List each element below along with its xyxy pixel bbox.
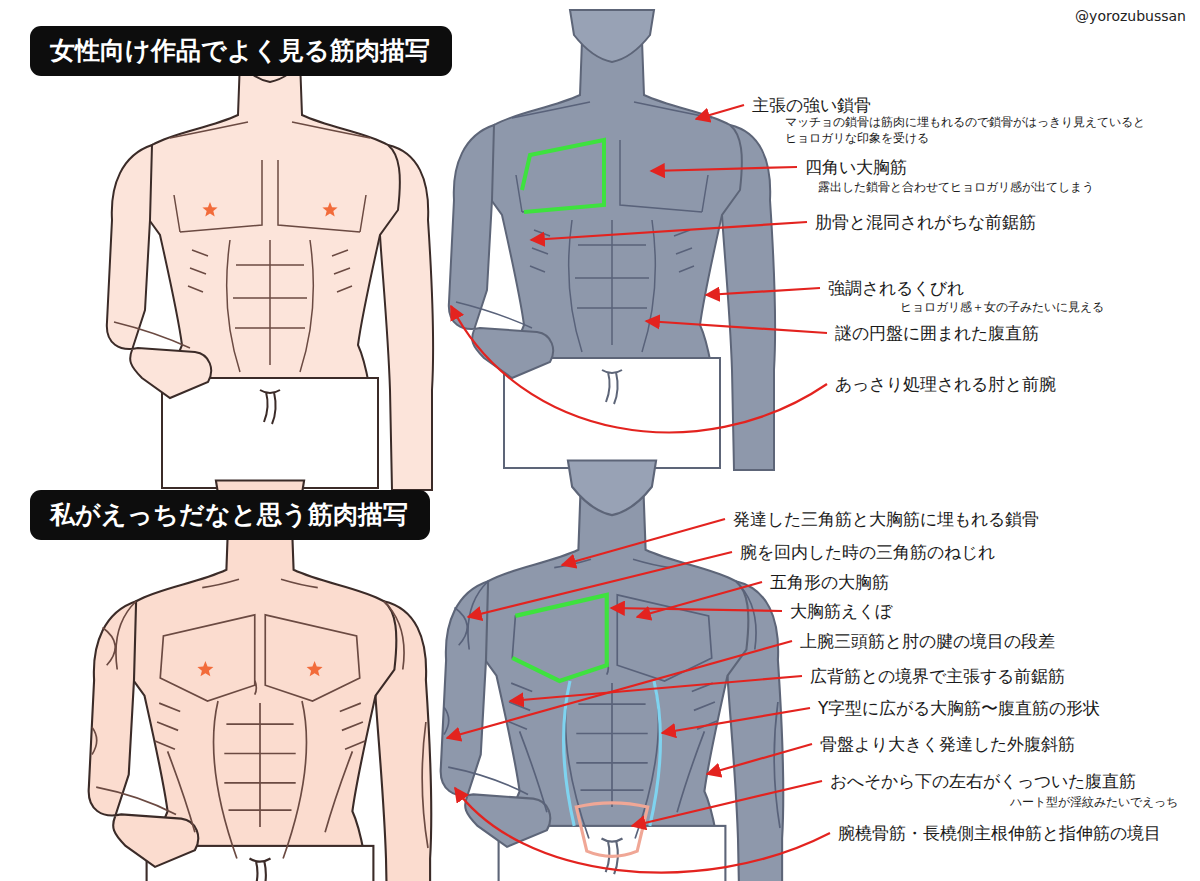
watermark: @yorozubussan (1075, 8, 1186, 25)
leader-arrow (632, 781, 822, 826)
torso-figure (449, 40, 775, 470)
annotation-text: 謎の円盤に囲まれた腹直筋 (835, 323, 1039, 343)
leader-arrow (662, 708, 810, 733)
heart-outline (576, 803, 647, 857)
leader-arrow (447, 641, 792, 738)
leader-arrow (696, 105, 744, 119)
annotation-text: 上腕三頭筋と肘の腱の境目の段差 (800, 631, 1055, 651)
torso-figure (441, 492, 784, 881)
nipple-star (322, 202, 337, 216)
leader-arrow (468, 552, 732, 617)
annotation-text: おへそから下の左右がくっついた腹直筋 (830, 771, 1136, 791)
figure-bottom-left (89, 481, 432, 881)
nipple-star (202, 202, 217, 216)
annotation-text: 腕を回内した時の三角筋のねじれ (740, 542, 995, 562)
annotation-text: 露出した鎖骨と合わせてヒョロガリ感が出てしまう (818, 180, 1094, 194)
leader-arrow (455, 788, 830, 873)
muscle-lines (456, 102, 712, 352)
figure-top-left (107, 30, 433, 490)
leader-arrow (637, 582, 762, 617)
jaw-shape (568, 461, 656, 516)
nipple-star (197, 661, 213, 676)
annotation-text: あっさり処理される肘と前腕 (835, 374, 1056, 394)
leader-arrow (611, 608, 782, 611)
torso-figure (107, 60, 433, 490)
pectoral-outline (522, 140, 604, 212)
figure-bottom-right (441, 461, 784, 881)
muscle-lines (92, 579, 428, 858)
annotation-text: 主張の強い鎖骨 (752, 95, 871, 115)
pectoral-outline (512, 595, 607, 681)
leader-arrow (451, 306, 827, 432)
annotation-text: 広背筋との境界で主張する前鋸筋 (810, 666, 1065, 686)
annotation-text: マッチョの鎖骨は筋肉に埋もれるので鎖骨がはっきり見えていると ヒョロガリな印象を… (785, 115, 1185, 146)
annotation-text: 強調されるくびれ (828, 278, 964, 298)
jaw-shape (570, 10, 654, 62)
muscle-lines (114, 122, 370, 372)
leader-arrow (707, 744, 812, 774)
annotation-text: 五角形の大胸筋 (770, 572, 889, 592)
title-box: 女性向け作品でよく見る筋肉描写 (30, 26, 452, 76)
annotation-text: 骨盤より大きく発達した外腹斜筋 (820, 734, 1075, 754)
muscle-lines (444, 559, 780, 838)
leader-arrow (510, 676, 802, 701)
title-text: 私がえっちだなと思う筋肉描写 (50, 498, 410, 532)
leader-arrow (646, 321, 827, 333)
annotation-text: Y字型に広がる大胸筋〜腹直筋の形状 (818, 698, 1100, 718)
annotation-text: 四角い大胸筋 (805, 157, 907, 177)
annotation-text: 腕橈骨筋・長橈側主根伸筋と指伸筋の境目 (838, 823, 1161, 843)
figure-top-right (449, 10, 775, 470)
leader-arrow (651, 167, 797, 171)
annotation-text: ヒョロガリ感＋女の子みたいに見える (900, 300, 1104, 314)
leader-arrow (706, 288, 820, 295)
nipple-star (307, 661, 323, 676)
annotation-text: 肋骨と混同されがちな前鋸筋 (815, 212, 1036, 232)
annotation-text: ハート型が淫紋みたいでえっち (1010, 795, 1178, 809)
leader-arrows (447, 105, 830, 873)
leader-arrow (531, 222, 807, 240)
title-box: 私がえっちだなと思う筋肉描写 (30, 490, 430, 540)
annotation-text: 大胸筋えくぼ (790, 601, 892, 621)
torso-figure (89, 512, 432, 881)
title-text: 女性向け作品でよく見る筋肉描写 (50, 34, 432, 68)
leader-arrow (562, 519, 725, 565)
annotation-text: 発達した三角筋と大胸筋に埋もれる鎖骨 (733, 509, 1039, 529)
